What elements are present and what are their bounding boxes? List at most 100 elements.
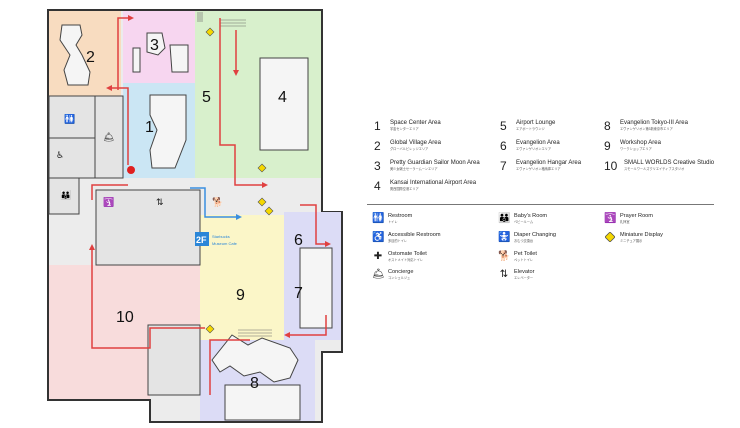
blue-route — [190, 187, 236, 218]
baby-room-icon: 👪 — [498, 213, 511, 224]
symbol-legend-sub: ベビールーム — [514, 220, 534, 224]
elevator-icon: ⇅ — [156, 198, 164, 208]
area-legend-sub: グローバルビレッジエリア — [390, 147, 429, 151]
area-legend-sub: 美少女戦士セーラームーンエリア — [390, 167, 438, 171]
route-segment — [290, 315, 327, 336]
area-legend-name: Workshop Area — [620, 140, 661, 146]
visitor-route — [91, 17, 328, 395]
miniature-display-icon — [257, 197, 267, 207]
baby-room-icon: 👪 — [60, 189, 71, 201]
area-legend-name: Evangelion Tokyo-III Area — [620, 120, 688, 126]
legend-divider — [367, 204, 714, 205]
route-segment — [117, 17, 128, 90]
area-legend-number: 1 — [374, 119, 381, 133]
symbol-legend-sub: 多目的トイレ — [388, 239, 408, 243]
area-legend-sub: エヴァンゲリオン格納庫エリア — [516, 167, 561, 171]
area-number-8: 8 — [250, 375, 259, 392]
miniature-display-icon — [205, 324, 215, 334]
route-segment — [209, 339, 250, 395]
area-legend-sub: エアポートラウンジ — [516, 127, 545, 131]
area-number-7: 7 — [294, 285, 303, 302]
route-arrowhead — [284, 332, 290, 338]
area-legend-number: 8 — [604, 119, 611, 133]
area-legend-number: 7 — [500, 159, 507, 173]
area-legend-number: 5 — [500, 119, 507, 133]
area-10-zone[interactable] — [49, 265, 200, 399]
stairs — [197, 12, 272, 337]
symbol-legend-sub: 礼拝室 — [620, 220, 630, 224]
symbol-legend-name: Miniature Display — [620, 232, 663, 238]
area-number-5: 5 — [202, 89, 211, 106]
symbol-legend-sub: エレベーター — [514, 276, 534, 280]
area-legend-sub: エヴァンゲリオン第3新東京市エリア — [620, 127, 673, 131]
area-legend-name: Space Center Area — [390, 120, 441, 126]
area-number-6: 6 — [294, 232, 303, 249]
floor-badge-text: Starbucks — [212, 234, 230, 239]
concierge-icon: 🛎 — [103, 132, 114, 143]
prayer-room-icon: 🛐 — [103, 196, 114, 208]
symbol-legend-sub: コンシェルジュ — [388, 276, 411, 280]
area-legend-name: Airport Lounge — [516, 120, 556, 126]
miniature-display-icon — [205, 27, 215, 37]
miniature-display-markers — [205, 27, 274, 334]
route-arrowhead — [128, 15, 134, 21]
symbol-legend-sub: オストメイト対応トイレ — [388, 258, 424, 262]
restroom-icon: 🚻 — [64, 113, 75, 125]
area-number-4: 4 — [278, 89, 287, 106]
area-legend-name: Pretty Guardian Sailor Moon Area — [390, 160, 480, 166]
elevator-icon: ⇅ — [499, 269, 509, 280]
area-number-1: 1 — [145, 119, 154, 136]
symbol-legend-name: Ostomate Toilet — [388, 251, 427, 257]
route-segment — [91, 250, 205, 349]
area-legend-number: 6 — [500, 139, 507, 153]
area-legend-name: SMALL WORLDS Creative Studio — [624, 160, 715, 166]
area-legend-sub: エヴァンゲリオンエリア — [516, 147, 552, 151]
pet-toilet-icon: 🐕 — [212, 196, 223, 208]
area-number-3: 3 — [150, 37, 159, 54]
area-legend-name: Evangelion Hangar Area — [516, 160, 582, 166]
prayer-room-icon: 🛐 — [604, 213, 617, 224]
route-segment — [300, 204, 328, 245]
service-rooms — [48, 95, 201, 396]
pet-toilet-icon: 🐕 — [498, 251, 511, 262]
symbol-legend-name: Diaper Changing — [514, 232, 556, 238]
route-arrowhead — [106, 85, 112, 91]
route-segment — [219, 18, 262, 186]
area-legend-name: Global Village Area — [390, 140, 441, 146]
area-legend-sub: ワークショップエリア — [620, 147, 652, 151]
route-arrowhead — [325, 241, 331, 247]
floor-badge-label: 2F — [196, 235, 207, 245]
symbol-legend-sub: ペットトイレ — [514, 258, 534, 262]
area-legend-number: 10 — [604, 159, 618, 173]
diaper-changing-icon: 🚼 — [498, 232, 511, 243]
area-9-zone[interactable] — [200, 215, 284, 340]
floor-badge-text: Museum Cafe — [212, 241, 238, 246]
display-shapes — [59, 24, 333, 421]
symbol-legend-name: Pet Toilet — [514, 251, 537, 257]
area-legend-number: 4 — [374, 179, 381, 193]
accessible-restroom-icon: ♿ — [56, 151, 64, 161]
symbol-legend-name: Elevator — [514, 269, 535, 275]
symbol-legend-name: Concierge — [388, 269, 414, 275]
area-legend-number: 2 — [374, 139, 381, 153]
area-legend-number: 3 — [374, 159, 381, 173]
accessible-restroom-icon: ♿ — [372, 232, 385, 243]
restroom-icon: 🚻 — [372, 213, 385, 224]
